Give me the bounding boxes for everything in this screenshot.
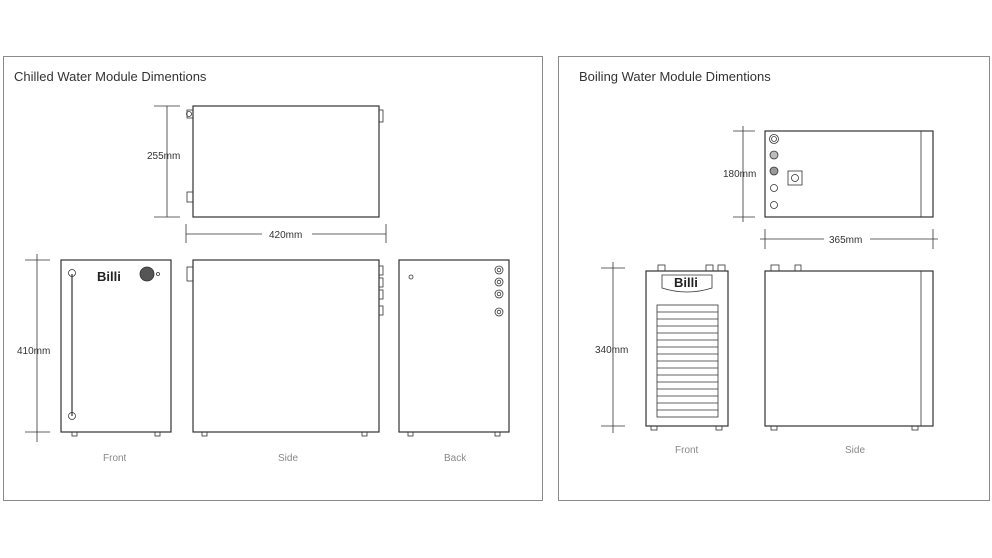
chilled-top-height-dimension: 255mm [147, 105, 180, 218]
boiling-front-height-dimension: 340mm [595, 262, 628, 433]
boiling-front-caption: Front [675, 445, 699, 456]
chilled-back-view [398, 259, 510, 437]
chilled-front-height-dimension: 410mm [17, 254, 50, 442]
boiling-top-height-label: 180mm [723, 169, 756, 180]
boiling-top-width-label: 365mm [829, 235, 862, 246]
chilled-panel-title: Chilled Water Module Dimentions [14, 69, 207, 84]
chilled-brand-logo: Billi [97, 269, 121, 284]
boiling-front-view: Billi [645, 264, 729, 431]
chilled-front-caption: Front [103, 453, 127, 464]
boiling-top-height-dimension: 180mm [723, 126, 756, 222]
boiling-panel-title: Boiling Water Module Dimentions [579, 69, 771, 84]
chilled-top-view [186, 105, 384, 218]
boiling-brand-logo: Billi [674, 275, 698, 290]
chilled-module-panel: Chilled Water Module Dimentions [3, 56, 543, 501]
boiling-side-view [764, 264, 934, 431]
chilled-top-width-label: 420mm [269, 230, 302, 241]
chilled-side-caption: Side [278, 453, 298, 464]
chilled-back-caption: Back [444, 453, 467, 464]
boiling-side-caption: Side [845, 445, 865, 456]
chilled-front-height-label: 410mm [17, 346, 50, 357]
chilled-side-view [186, 259, 384, 437]
boiling-front-height-label: 340mm [595, 345, 628, 356]
boiling-top-view [764, 130, 934, 218]
chilled-top-width-dimension: 420mm [185, 224, 387, 243]
boiling-top-width-dimension: 365mm [760, 229, 938, 249]
chilled-top-height-label: 255mm [147, 151, 180, 162]
chilled-front-view: Billi [60, 259, 172, 437]
